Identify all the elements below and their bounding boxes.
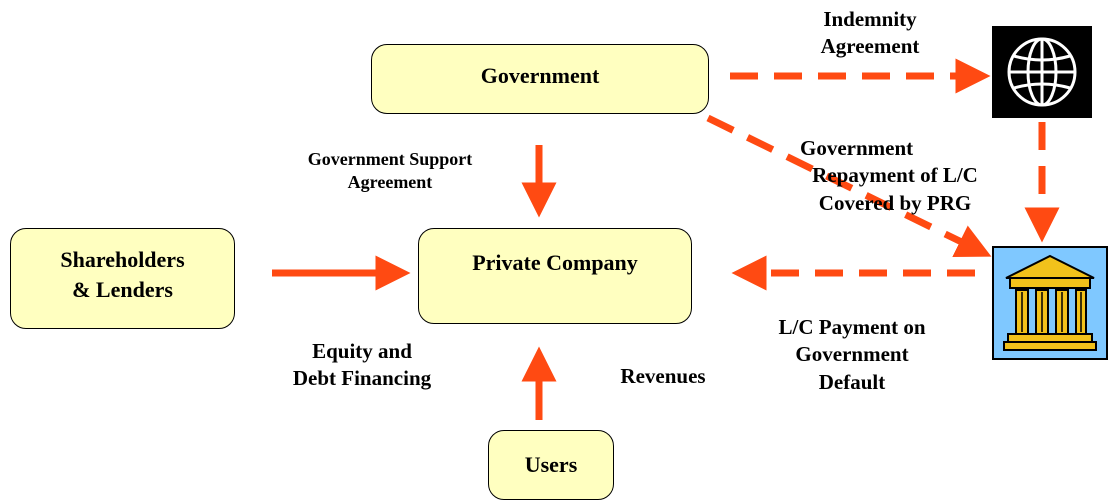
equity-line2: Debt Financing <box>292 366 432 391</box>
gov-repayment-label: Government Repayment of L/C Covered by P… <box>780 135 1010 217</box>
revenues-text: Revenues <box>620 364 706 388</box>
lc-payment-line3: Default <box>818 369 886 394</box>
private-company-box: Private Company <box>418 228 692 324</box>
globe-icon <box>1007 37 1077 107</box>
gov-support-line2: Agreement <box>347 172 433 192</box>
world-bank-logo <box>992 26 1092 118</box>
shareholders-box: Shareholders & Lenders <box>10 228 235 329</box>
government-box: Government <box>371 44 709 114</box>
shareholders-label-line1: Shareholders <box>60 247 185 272</box>
indemnity-line2: Agreement <box>820 34 920 59</box>
revenues-label: Revenues <box>598 363 728 390</box>
equity-line1: Equity and <box>312 339 412 363</box>
users-box: Users <box>488 430 614 500</box>
lc-payment-line1: L/C Payment on <box>778 315 926 339</box>
lc-payment-label: L/C Payment on Government Default <box>752 314 952 396</box>
gov-support-agreement-label: Government Support Agreement <box>260 148 520 192</box>
indemnity-line1: Indemnity <box>823 7 917 31</box>
shareholders-label-line2: & Lenders <box>72 276 173 302</box>
gov-repayment-line3: Covered by PRG <box>818 190 972 215</box>
indemnity-agreement-label: Indemnity Agreement <box>790 6 950 61</box>
gov-repayment-line2: Repayment of L/C <box>812 163 978 188</box>
gov-support-line1: Government Support <box>307 149 473 169</box>
bank-building-icon <box>1003 254 1097 351</box>
equity-debt-label: Equity and Debt Financing <box>262 338 462 393</box>
private-company-label: Private Company <box>472 250 638 275</box>
government-label: Government <box>480 63 600 88</box>
gov-repayment-line1: Government <box>800 136 914 160</box>
users-label: Users <box>524 452 578 477</box>
lc-payment-line2: Government <box>795 342 909 367</box>
bank-icon-box <box>992 246 1108 360</box>
gov-repayment-arrow <box>706 114 992 257</box>
